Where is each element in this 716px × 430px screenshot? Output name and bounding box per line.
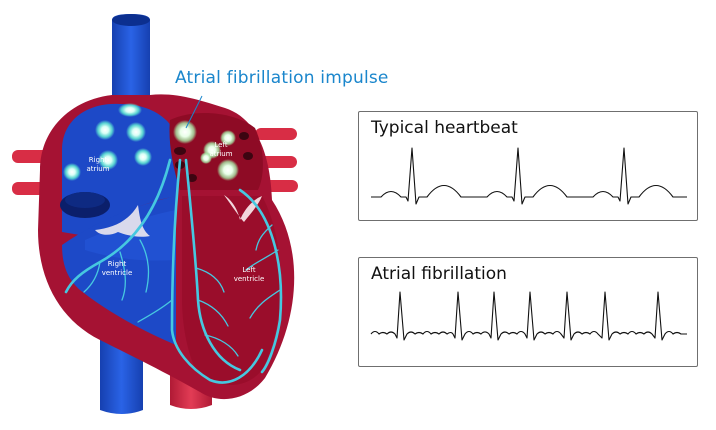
ecg-afib-line [370, 291, 687, 341]
ecg-typical-line [371, 147, 687, 205]
impulse-glows [63, 103, 239, 181]
callout-pointer [185, 95, 203, 129]
tricuspid-valve [95, 205, 150, 237]
vena-cava-opening [112, 14, 150, 26]
ecg-typical-trace [371, 147, 687, 205]
mitral-valve [224, 195, 262, 222]
purkinje-fibers [83, 224, 281, 357]
atrial-fibrillation-panel: Atrial fibrillation [358, 257, 698, 367]
ecg-afib-trace [370, 291, 687, 341]
typical-heartbeat-title: Typical heartbeat [371, 118, 518, 138]
callout-label: Atrial fibrillation impulse [175, 68, 389, 88]
atrial-fibrillation-title: Atrial fibrillation [371, 264, 507, 284]
typical-heartbeat-panel: Typical heartbeat [358, 111, 698, 221]
superior-vena-cava [112, 14, 150, 110]
